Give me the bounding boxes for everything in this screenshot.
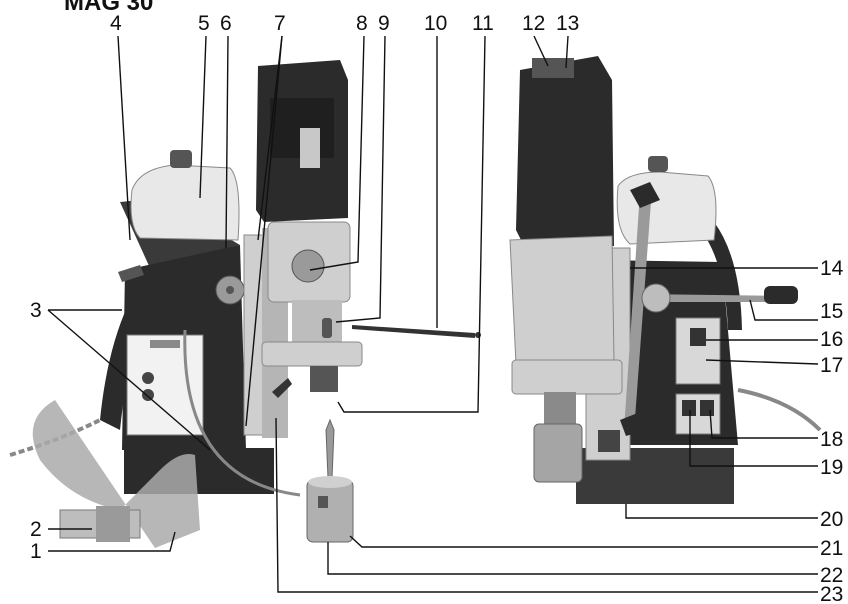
callout-7: 7: [274, 12, 286, 35]
callout-14: 14: [820, 257, 844, 280]
callout-13: 13: [556, 12, 579, 35]
callout-17: 17: [820, 354, 843, 377]
callout-5: 5: [198, 12, 210, 35]
callout-19: 19: [820, 456, 843, 479]
callout-15: 15: [820, 300, 843, 323]
callout-numbers: 1 2 3 4 5 6 7 8 9 10 11 12 13 14 15 16 1…: [30, 12, 844, 604]
left-drill-machine-icon: [9, 60, 363, 497]
callout-20: 20: [820, 508, 843, 531]
callout-1: 1: [30, 540, 42, 563]
callout-4: 4: [110, 12, 122, 35]
callout-11: 11: [472, 12, 494, 35]
callout-8: 8: [356, 12, 368, 35]
leader-lines: [47, 35, 819, 593]
callout-21: 21: [820, 537, 843, 560]
callout-9: 9: [378, 12, 390, 35]
callout-16: 16: [820, 328, 843, 351]
right-drill-machine-icon: [509, 56, 822, 504]
figure-title: MAG 30: [64, 0, 153, 16]
callout-23: 23: [820, 583, 843, 604]
safety-strap-icon: [32, 400, 201, 548]
callout-10: 10: [424, 12, 447, 35]
callout-22: 22: [820, 564, 843, 587]
callout-2: 2: [30, 518, 42, 541]
cutter-icon: [306, 476, 354, 543]
callout-12: 12: [522, 12, 545, 35]
callout-6: 6: [220, 12, 232, 35]
callout-3: 3: [30, 299, 42, 322]
callout-18: 18: [820, 428, 843, 451]
arbor-icon: [325, 418, 335, 479]
